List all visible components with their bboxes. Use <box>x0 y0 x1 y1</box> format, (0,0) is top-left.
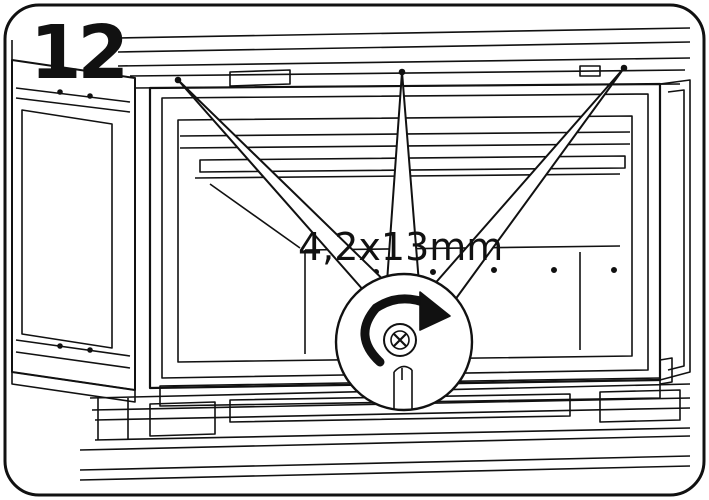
screw-size-label: 4,2x13mm <box>298 225 504 269</box>
screwdriver-icon <box>393 365 413 410</box>
left-door <box>11 40 136 403</box>
screw-points <box>57 64 628 353</box>
right-panel <box>659 79 691 385</box>
top-housing <box>117 27 691 89</box>
magnifier-detail <box>334 272 474 412</box>
step-number: 12 <box>30 10 129 96</box>
clockwise-arrow-icon <box>360 291 451 367</box>
phillips-screw-icon <box>383 323 417 357</box>
callout-wedges <box>177 67 625 305</box>
